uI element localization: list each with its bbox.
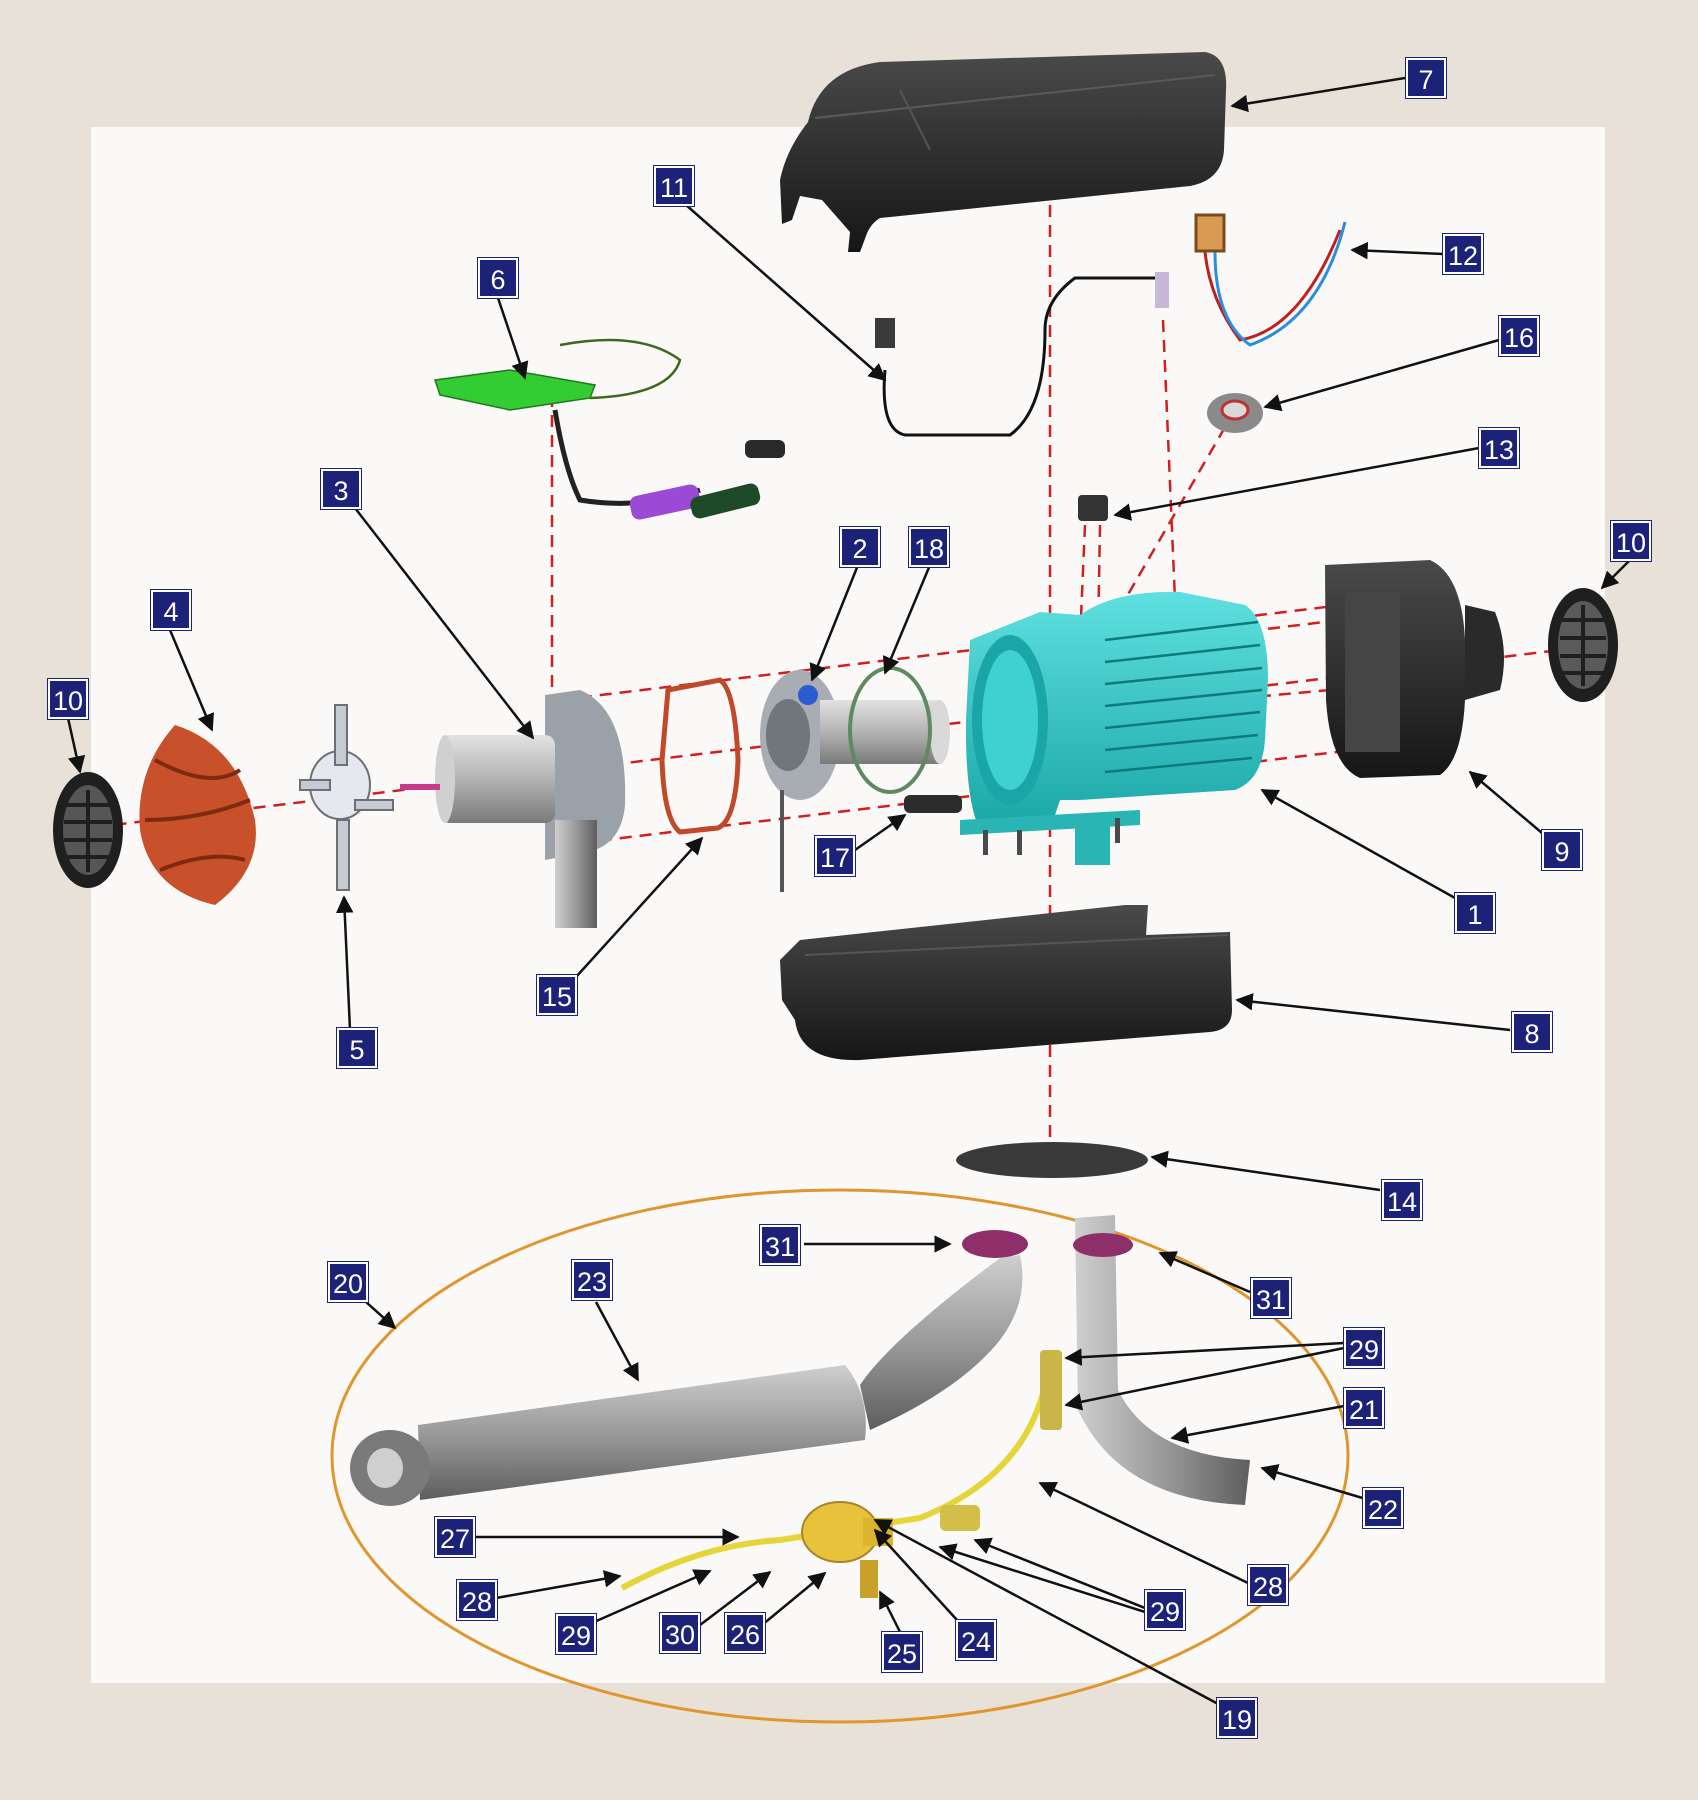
callout-27[interactable]: 27 [433,1516,477,1558]
exhaust-group-outline [330,1188,1350,1724]
callout-28-left[interactable]: 28 [455,1579,499,1621]
leader-lines [66,76,1631,1707]
pipe-clamps [962,1230,1133,1258]
intake-pipe [1075,1215,1250,1505]
callout-8[interactable]: 8 [1511,1011,1553,1053]
burner-gasket [659,677,741,835]
callout-14[interactable]: 14 [1380,1179,1424,1221]
callout-10-right[interactable]: 10 [1609,520,1653,562]
burner-assembly [760,666,962,892]
left-grille [53,772,123,888]
air-outlet-hood [1325,560,1504,778]
sensor-cable-11 [875,272,1169,437]
callout-21[interactable]: 21 [1342,1387,1386,1429]
callout-23[interactable]: 23 [570,1259,614,1301]
callout-31-b[interactable]: 31 [1249,1277,1293,1319]
callout-16[interactable]: 16 [1497,315,1541,357]
callout-6[interactable]: 6 [477,257,519,299]
heat-exchanger [960,591,1268,865]
right-grille [1548,588,1618,702]
bottom-housing [780,905,1232,1061]
callout-29-b[interactable]: 29 [554,1613,598,1655]
callout-20[interactable]: 20 [326,1261,370,1303]
control-board [434,338,785,520]
callout-12[interactable]: 12 [1441,233,1485,275]
callout-18[interactable]: 18 [907,526,951,568]
callout-5[interactable]: 5 [336,1027,378,1069]
callout-1[interactable]: 1 [1454,892,1496,934]
callout-15[interactable]: 15 [535,974,579,1016]
callout-4[interactable]: 4 [150,589,192,631]
fan-impeller [139,725,256,905]
callout-31-a[interactable]: 31 [758,1224,802,1266]
fan-bracket [299,704,394,891]
callout-2[interactable]: 2 [839,526,881,568]
callout-28-right[interactable]: 28 [1246,1564,1290,1606]
exhaust-silencer [350,1255,1023,1506]
callout-29-c[interactable]: 29 [1143,1589,1187,1631]
callout-17[interactable]: 17 [813,835,857,877]
grommet-16 [1207,393,1263,433]
callout-30[interactable]: 30 [658,1612,702,1654]
callout-9[interactable]: 9 [1541,829,1583,871]
callout-11[interactable]: 11 [653,165,695,207]
base-gasket [956,1142,1148,1178]
callout-26[interactable]: 26 [723,1612,767,1654]
blower-motor [400,690,626,928]
callout-13[interactable]: 13 [1477,427,1521,469]
top-cover [780,52,1227,252]
callout-19[interactable]: 19 [1215,1697,1259,1739]
callout-7[interactable]: 7 [1405,57,1447,99]
callout-29-a[interactable]: 29 [1342,1327,1386,1369]
callout-3[interactable]: 3 [320,468,362,510]
callout-24[interactable]: 24 [954,1619,998,1661]
sensor-13 [1078,495,1108,521]
wire-harness-12 [1194,213,1347,347]
callout-10-left[interactable]: 10 [46,678,90,720]
callout-22[interactable]: 22 [1361,1487,1405,1529]
callout-25[interactable]: 25 [880,1631,924,1673]
